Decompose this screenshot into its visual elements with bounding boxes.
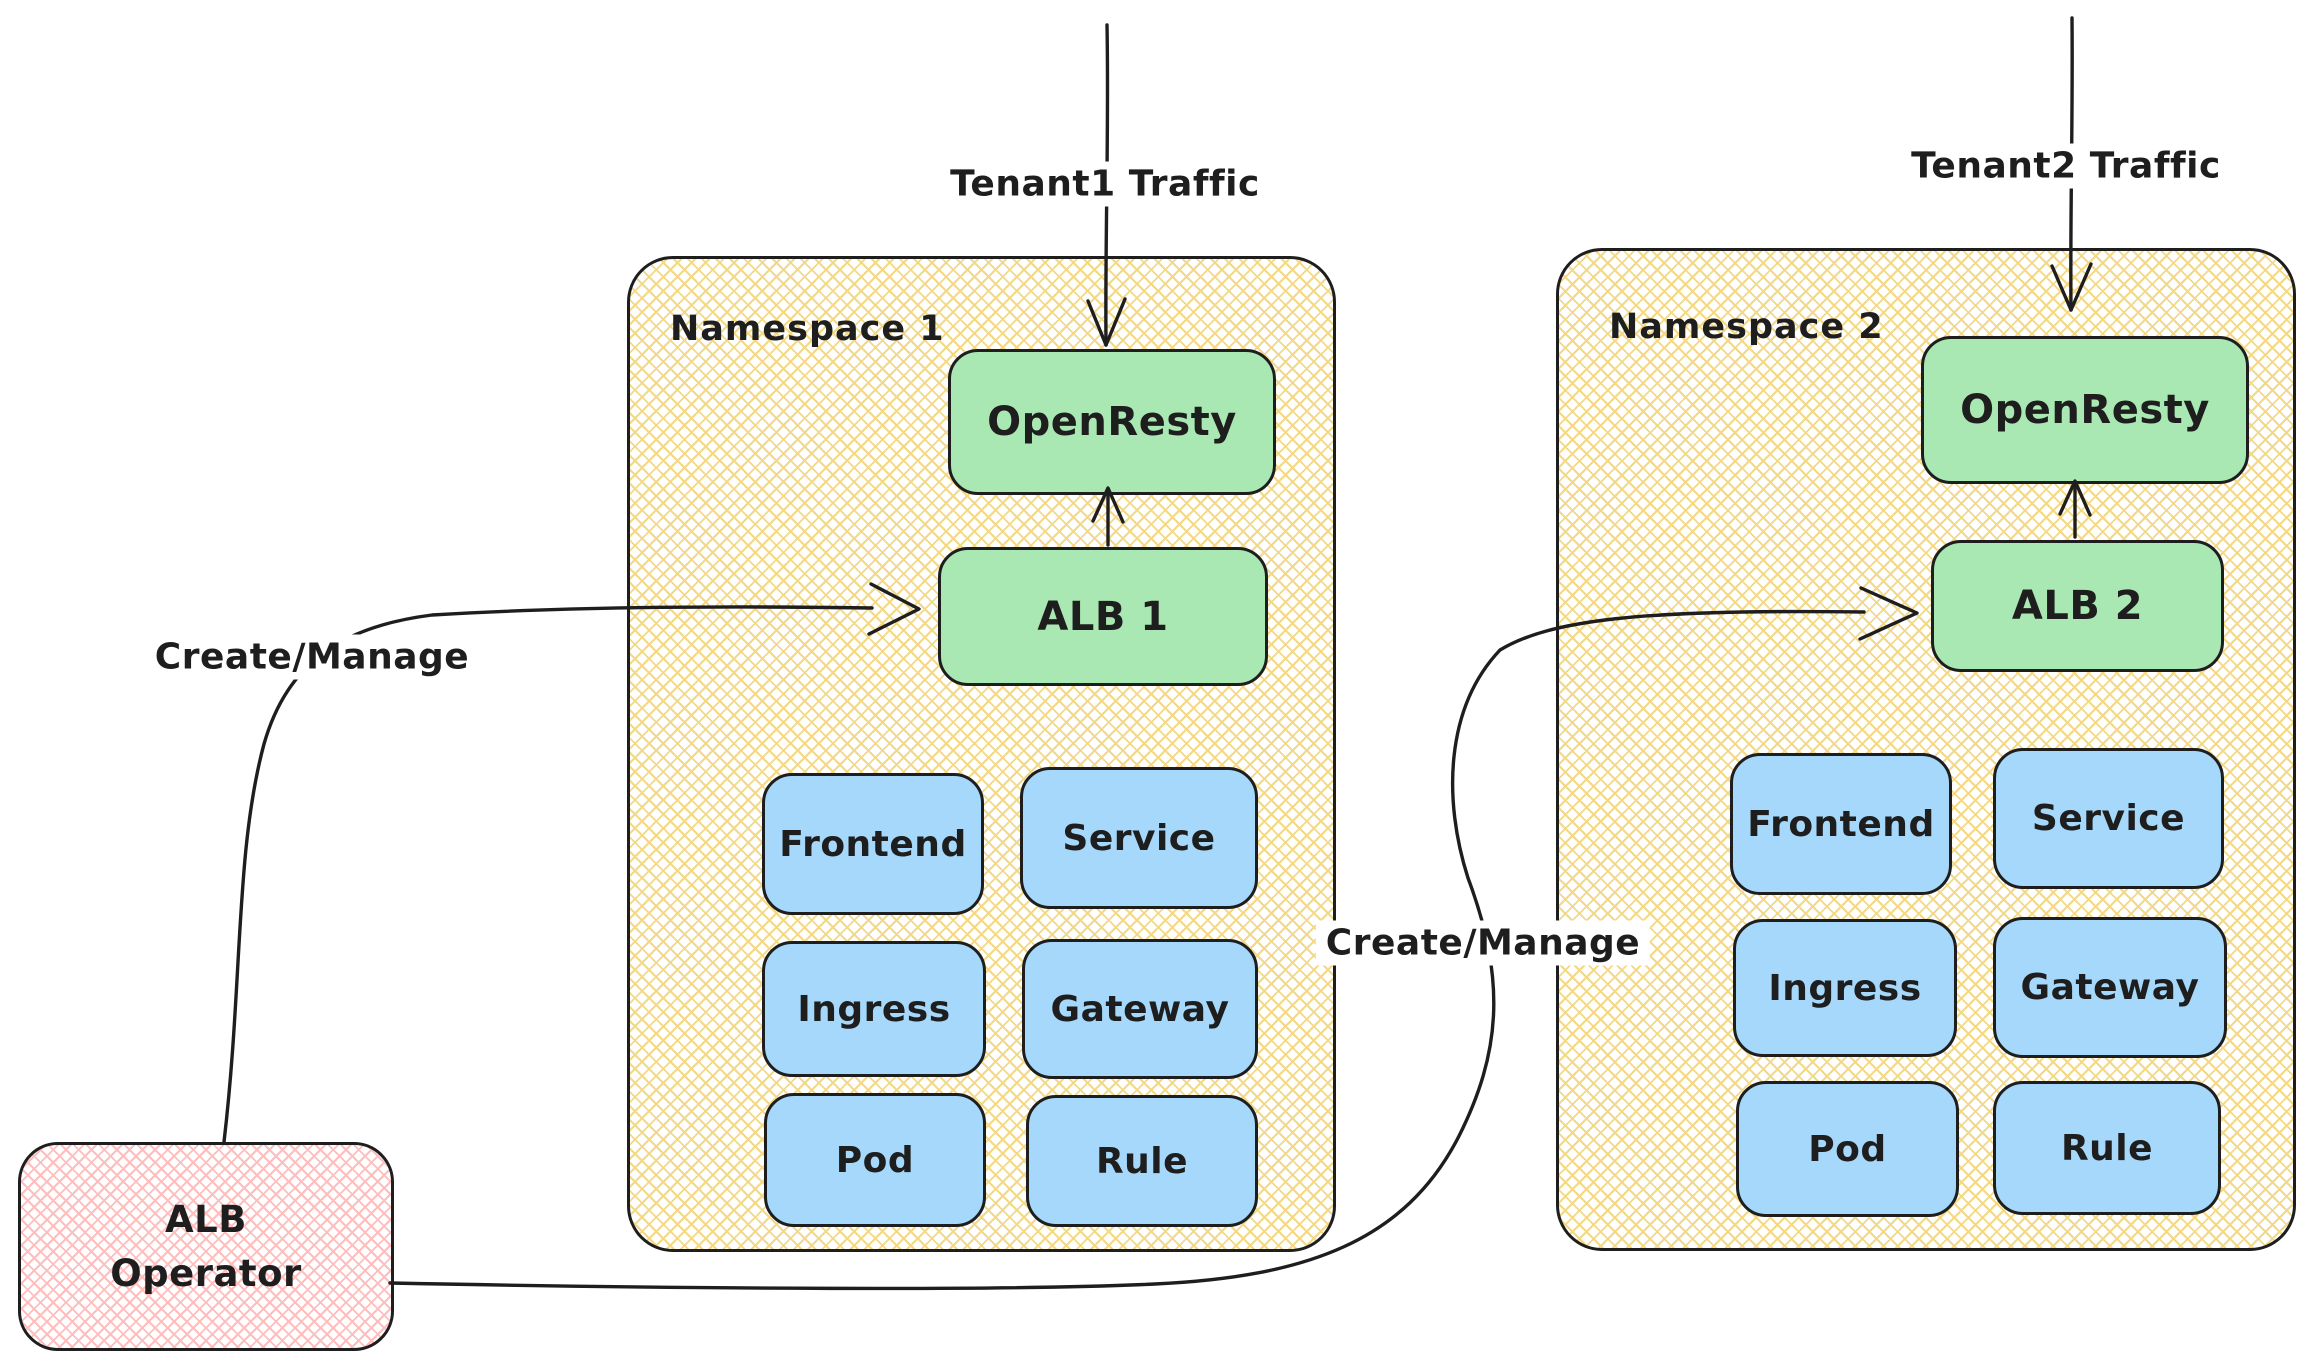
- node-ingress-ns2-label: Ingress: [1768, 967, 1922, 1009]
- create-manage-label-right: Create/Manage: [1315, 920, 1651, 966]
- tenant1-traffic-label: Tenant1 Traffic: [940, 161, 1270, 207]
- node-rule-ns2: Rule: [1993, 1081, 2221, 1215]
- node-pod-ns1-label: Pod: [835, 1139, 915, 1181]
- node-rule-ns1-label: Rule: [1095, 1140, 1189, 1182]
- node-frontend-ns1: Frontend: [762, 773, 984, 915]
- node-frontend-ns2-label: Frontend: [1747, 803, 1935, 845]
- node-gateway-ns2: Gateway: [1993, 917, 2227, 1058]
- alb-operator-label-line2: Operator: [110, 1251, 302, 1295]
- node-service-ns1: Service: [1020, 767, 1258, 909]
- namespace-2-container: Namespace 2 OpenResty ALB 2 Frontend Ser…: [1556, 248, 2296, 1251]
- namespace-1-title: Namespace 1: [670, 309, 945, 349]
- openresty-node-ns2-label: OpenResty: [1960, 387, 2210, 433]
- create-manage-label-left: Create/Manage: [144, 634, 480, 680]
- node-pod-ns1: Pod: [764, 1093, 986, 1227]
- node-ingress-ns1: Ingress: [762, 941, 986, 1077]
- openresty-node-ns1-label: OpenResty: [987, 399, 1237, 445]
- node-rule-ns2-label: Rule: [2060, 1127, 2154, 1169]
- namespace-2-title: Namespace 2: [1609, 307, 1884, 347]
- openresty-node-ns1: OpenResty: [948, 349, 1276, 495]
- node-pod-ns2: Pod: [1736, 1081, 1959, 1217]
- node-frontend-ns1-label: Frontend: [779, 823, 967, 865]
- node-rule-ns1: Rule: [1026, 1095, 1258, 1227]
- alb2-node: ALB 2: [1931, 540, 2224, 672]
- node-frontend-ns2: Frontend: [1730, 753, 1952, 895]
- openresty-node-ns2: OpenResty: [1921, 336, 2249, 484]
- tenant2-traffic-label: Tenant2 Traffic: [1901, 143, 2231, 189]
- node-gateway-ns1-label: Gateway: [1050, 988, 1230, 1030]
- node-service-ns1-label: Service: [1062, 817, 1216, 859]
- node-gateway-ns1: Gateway: [1022, 939, 1258, 1079]
- alb2-node-label: ALB 2: [2011, 583, 2144, 629]
- namespace-1-container: Namespace 1 OpenResty ALB 1 Frontend Ser…: [627, 256, 1336, 1252]
- node-gateway-ns2-label: Gateway: [2020, 967, 2200, 1008]
- alb-operator-node: ALB Operator: [18, 1142, 394, 1351]
- alb-operator-label-line1: ALB: [165, 1197, 247, 1241]
- node-service-ns2: Service: [1993, 748, 2224, 889]
- node-service-ns2-label: Service: [2031, 798, 2186, 839]
- node-ingress-ns1-label: Ingress: [797, 988, 951, 1030]
- node-ingress-ns2: Ingress: [1733, 919, 1957, 1057]
- node-pod-ns2-label: Pod: [1808, 1128, 1887, 1170]
- alb1-node-label: ALB 1: [1037, 593, 1169, 640]
- alb1-node: ALB 1: [938, 547, 1268, 686]
